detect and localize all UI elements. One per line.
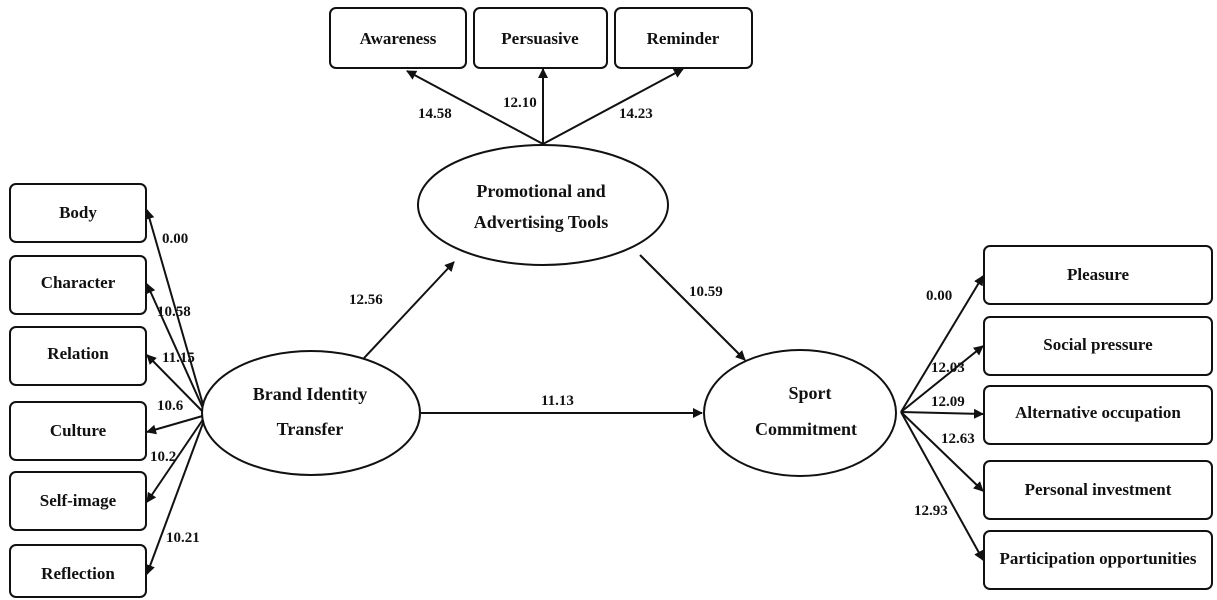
node-personal-investment: Personal investment [983, 460, 1213, 520]
edge-pat-reminder [542, 68, 684, 145]
edge-bit-culture [146, 414, 207, 435]
coef-personal-investment: 12.63 [941, 431, 975, 447]
node-alternative-occupation-label: Alternative occupation [1015, 403, 1181, 422]
coef-social-pressure: 12.03 [931, 360, 965, 376]
node-self-image-label: Self-image [40, 491, 117, 510]
node-promotional-tools: Promotional and Advertising Tools [417, 144, 669, 266]
coef-body: 0.00 [162, 231, 188, 247]
node-pleasure-label: Pleasure [1067, 265, 1129, 284]
node-persuasive-label: Persuasive [501, 29, 579, 48]
edge-pat-awareness [406, 70, 544, 145]
coef-reflection: 10.21 [166, 530, 200, 546]
node-reflection-label: Reflection [41, 564, 115, 583]
edge-sc-personal-investment [900, 411, 984, 492]
coef-pleasure: 0.00 [926, 288, 952, 304]
node-participation-opportunities-label: Participation opportunities [1000, 549, 1197, 568]
edge-bit-pat [350, 261, 455, 373]
node-sport-commitment: Sport Commitment [703, 349, 897, 477]
coef-bit-to-pat: 12.56 [349, 292, 383, 308]
node-personal-investment-label: Personal investment [1025, 480, 1172, 499]
coef-self-image: 10.2 [150, 449, 176, 465]
node-reminder: Reminder [614, 7, 753, 69]
edge-bit-body [144, 209, 207, 416]
node-promotional-tools-label-2: Advertising Tools [474, 212, 609, 232]
node-participation-opportunities: Participation opportunities [983, 530, 1213, 590]
node-character-label: Character [41, 273, 116, 292]
node-awareness: Awareness [329, 7, 467, 69]
edge-bit-reflection [145, 414, 207, 575]
node-social-pressure: Social pressure [983, 316, 1213, 376]
edge-pat-sc [639, 254, 746, 361]
coef-participation-opportunities: 12.93 [914, 503, 948, 519]
node-pleasure: Pleasure [983, 245, 1213, 305]
edge-bit-relation [146, 354, 207, 416]
node-body-label: Body [59, 203, 97, 222]
coef-reminder: 14.23 [619, 106, 653, 122]
node-relation: Relation [9, 326, 147, 386]
node-reflection: Reflection [9, 544, 147, 598]
edge-sc-social-pressure [900, 345, 984, 413]
coef-alternative-occupation: 12.09 [931, 394, 965, 410]
node-relation-label: Relation [47, 344, 109, 363]
node-brand-identity-transfer-label-2: Transfer [277, 419, 344, 439]
coef-awareness: 14.58 [418, 106, 452, 122]
coef-pat-to-sc: 10.59 [689, 284, 723, 300]
coef-persuasive: 12.10 [503, 95, 537, 111]
edge-sc-alternative-occupation [900, 408, 984, 419]
edge-sc-pleasure [900, 275, 984, 413]
coef-culture: 10.6 [157, 398, 184, 414]
node-sport-commitment-label-1: Sport [788, 383, 831, 403]
edge-sc-participation-opportunities [900, 411, 984, 561]
node-sport-commitment-label-2: Commitment [755, 419, 857, 439]
node-brand-identity-transfer: Brand Identity Transfer [201, 350, 421, 476]
node-reminder-label: Reminder [647, 29, 720, 48]
node-character: Character [9, 255, 147, 315]
node-alternative-occupation: Alternative occupation [983, 385, 1213, 445]
coef-bit-to-sc: 11.13 [541, 393, 574, 409]
node-social-pressure-label: Social pressure [1043, 335, 1153, 354]
edge-bit-self-image [146, 414, 207, 503]
node-brand-identity-transfer-label-1: Brand Identity [253, 384, 368, 404]
node-culture-label: Culture [50, 421, 107, 440]
coef-relation: 11.15 [162, 350, 195, 366]
edges [144, 68, 984, 575]
node-promotional-tools-label-1: Promotional and [476, 181, 605, 201]
coef-character: 10.58 [157, 304, 191, 320]
node-awareness-label: Awareness [360, 29, 437, 48]
node-culture: Culture [9, 401, 147, 461]
coefficient-labels: 14.58 12.10 14.23 12.56 10.59 11.13 0.00… [150, 95, 975, 546]
node-body: Body [9, 183, 147, 243]
node-self-image: Self-image [9, 471, 147, 531]
node-persuasive: Persuasive [473, 7, 608, 69]
edge-bit-character [146, 283, 207, 416]
